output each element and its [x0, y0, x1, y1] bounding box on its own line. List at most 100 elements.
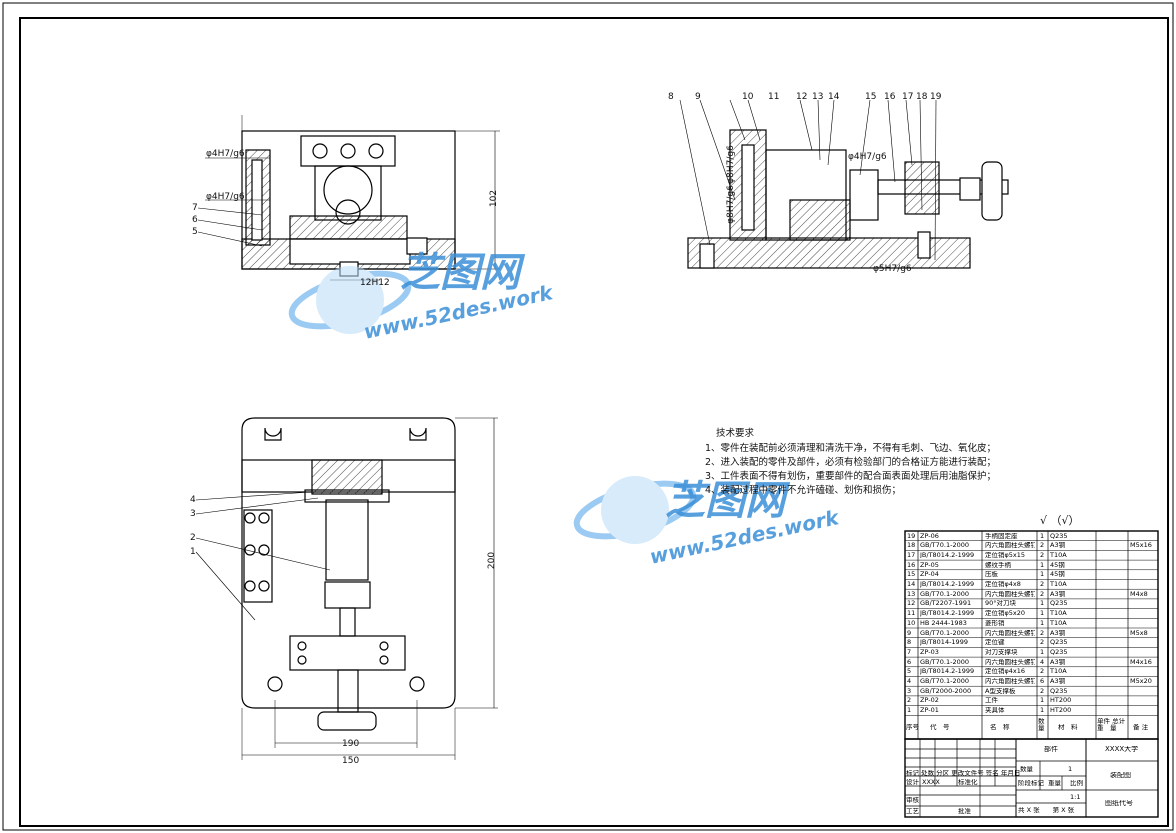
tb-sheets: 共 X 张 第 X 张: [1018, 807, 1075, 814]
tb-stdize: 标准化: [958, 779, 978, 786]
bom-cell-qty: 2: [1040, 668, 1045, 675]
bom-cell-mat: HT200: [1050, 697, 1072, 704]
side-view: [679, 99, 1009, 269]
tb-scale: 1:1: [1070, 794, 1081, 801]
bom-cell-qty: 1: [1040, 571, 1045, 578]
bom-cell-qty: 1: [1040, 648, 1045, 656]
bom-header-no: 序号: [906, 724, 919, 731]
bom-cell-mat: A3钢: [1050, 590, 1066, 598]
bom-cell-code: GB/T70.1-2000: [920, 629, 970, 636]
bom-cell-no: 13: [907, 590, 916, 598]
bom-cell-mat: T10A: [1050, 610, 1067, 617]
bom-header-note: 备 注: [1133, 724, 1149, 731]
fit-label: φ4H7/g6: [206, 192, 245, 202]
bom-cell-qty: 2: [1040, 590, 1045, 598]
dimension-width-outer: 150: [342, 756, 360, 766]
bom-cell-mat: A3钢: [1050, 542, 1066, 549]
tb-sign-cols: 标记 处数 分区 更改文件号 签名 年月日: [906, 770, 1021, 777]
tech-req-item: 1、零件在装配前必须清理和清洗干净，不得有毛刺、飞边、氧化皮；: [705, 443, 997, 454]
balloon: 11: [768, 92, 780, 102]
tech-req-item: 4、装配过程中零件不允许磕碰、划伤和损伤；: [705, 485, 902, 496]
bom-cell-mat: T10A: [1050, 551, 1067, 559]
bom-header-weight: 单件 总计 重 量: [1097, 718, 1126, 731]
tb-qty: 1: [1068, 766, 1073, 773]
bom-cell-code: GB/T70.1-2000: [920, 678, 970, 685]
bom-cell-name: A型支撑板: [985, 687, 1016, 695]
tb-designer: XXXX: [922, 779, 940, 786]
bom-cell-name: 内六角圆柱头螺钉: [985, 658, 1035, 666]
balloon: 3: [190, 509, 196, 519]
bom-cell-code: JB/T8014.2-1999: [920, 551, 975, 559]
balloon: 7: [192, 203, 198, 213]
fit-label: φ8H7/g6: [725, 185, 736, 224]
bom-cell-name: 菱形销: [985, 619, 1005, 627]
bom-cell-no: 4: [907, 678, 912, 685]
dimension-width-inner: 190: [342, 739, 360, 749]
bom-cell-qty: 1: [1040, 697, 1045, 704]
bom-cell-name: 压板: [985, 571, 998, 578]
balloon: 15: [865, 92, 877, 102]
tb-code: 图纸代号: [1105, 800, 1133, 807]
dimension-height: 200: [487, 551, 498, 570]
bom-cell-name: 内六角圆柱头螺钉: [985, 590, 1035, 598]
balloon: 1: [190, 547, 196, 557]
bom-header-name: 名 称: [990, 724, 1010, 731]
bom-cell-qty: 2: [1040, 551, 1045, 559]
fit-label: φ8H7/g6: [725, 145, 736, 184]
bom-cell-no: 17: [907, 551, 916, 559]
bom-cell-qty: 6: [1040, 678, 1045, 685]
bom-cell-mat: Q235: [1050, 532, 1068, 539]
tech-req-item: 3、工件表面不得有划伤，重要部件的配合面表面处理后用油脂保护；: [705, 471, 997, 482]
bom-cell-name: 内六角圆柱头螺钉: [985, 542, 1035, 549]
bom-cell-name: 定位键: [985, 639, 1005, 646]
tech-req-item: 2、进入装配的零件及部件，必须有检验部门的合格证方能进行装配；: [705, 457, 997, 468]
bom-cell-no: 1: [907, 707, 912, 714]
bom-cell-qty: 4: [1040, 658, 1045, 666]
tb-stage: 阶段标记: [1018, 780, 1044, 787]
bom-cell-code: JB/T8014.2-1999: [920, 668, 975, 675]
bom-header-mat: 材 料: [1058, 724, 1078, 731]
balloon: 9: [695, 92, 701, 102]
fit-label: φ4H7/g6: [206, 149, 245, 159]
tb-approve: 批准: [958, 808, 971, 815]
bom-cell-qty: 2: [1040, 687, 1045, 695]
watermark-logo: [288, 266, 697, 544]
bom-cell-mat: A3钢: [1050, 678, 1066, 685]
title-block-grid: [904, 738, 1159, 818]
bom-cell-mat: Q235: [1050, 600, 1068, 607]
bom-cell-mat: T10A: [1050, 619, 1067, 627]
balloon: 4: [190, 495, 196, 505]
bom-cell-code: JB/T8014.2-1999: [920, 610, 975, 617]
bom-cell-qty: 1: [1040, 707, 1045, 714]
balloon: 16: [884, 92, 896, 102]
bom-cell-code: JB/T8014-1999: [920, 639, 968, 646]
bom-cell-no: 16: [907, 561, 916, 569]
fit-label: φ4H7/g6: [848, 152, 887, 162]
front-view: [197, 115, 500, 281]
dimension-height: 102: [489, 189, 500, 208]
bom-cell-no: 12: [907, 600, 916, 607]
bom-cell-no: 3: [907, 687, 912, 695]
bom-cell-qty: 1: [1040, 600, 1045, 607]
balloon: 13: [812, 92, 824, 102]
bom-cell-name: 定位销φ4x16: [985, 668, 1026, 675]
surface-roughness: √ （√）: [1040, 514, 1080, 527]
bom-cell-note: M4x8: [1130, 590, 1148, 598]
bom-cell-code: ZP-05: [920, 561, 939, 569]
bom-cell-code: GB/T70.1-2000: [920, 658, 970, 666]
bom-cell-code: GB/T2000-2000: [920, 687, 972, 695]
bom-cell-name: 定位销φ4x8: [985, 581, 1021, 588]
bom-cell-name: 定位销φ5x20: [985, 610, 1026, 617]
fit-label: 12H12: [360, 278, 390, 288]
balloon: 5: [192, 227, 198, 237]
bom-cell-no: 14: [907, 581, 916, 588]
bom-cell-code: ZP-03: [920, 648, 939, 656]
bom-row-lines: [905, 540, 1158, 716]
watermark-brand: 芝图网: [400, 250, 520, 296]
bom-cell-note: M5x16: [1130, 542, 1152, 549]
balloon: 14: [828, 92, 840, 102]
bom-header-qty: 数量: [1038, 718, 1045, 731]
bom-cell-name: 内六角圆柱头螺钉: [985, 678, 1035, 685]
bom-cell-qty: 1: [1040, 561, 1045, 569]
